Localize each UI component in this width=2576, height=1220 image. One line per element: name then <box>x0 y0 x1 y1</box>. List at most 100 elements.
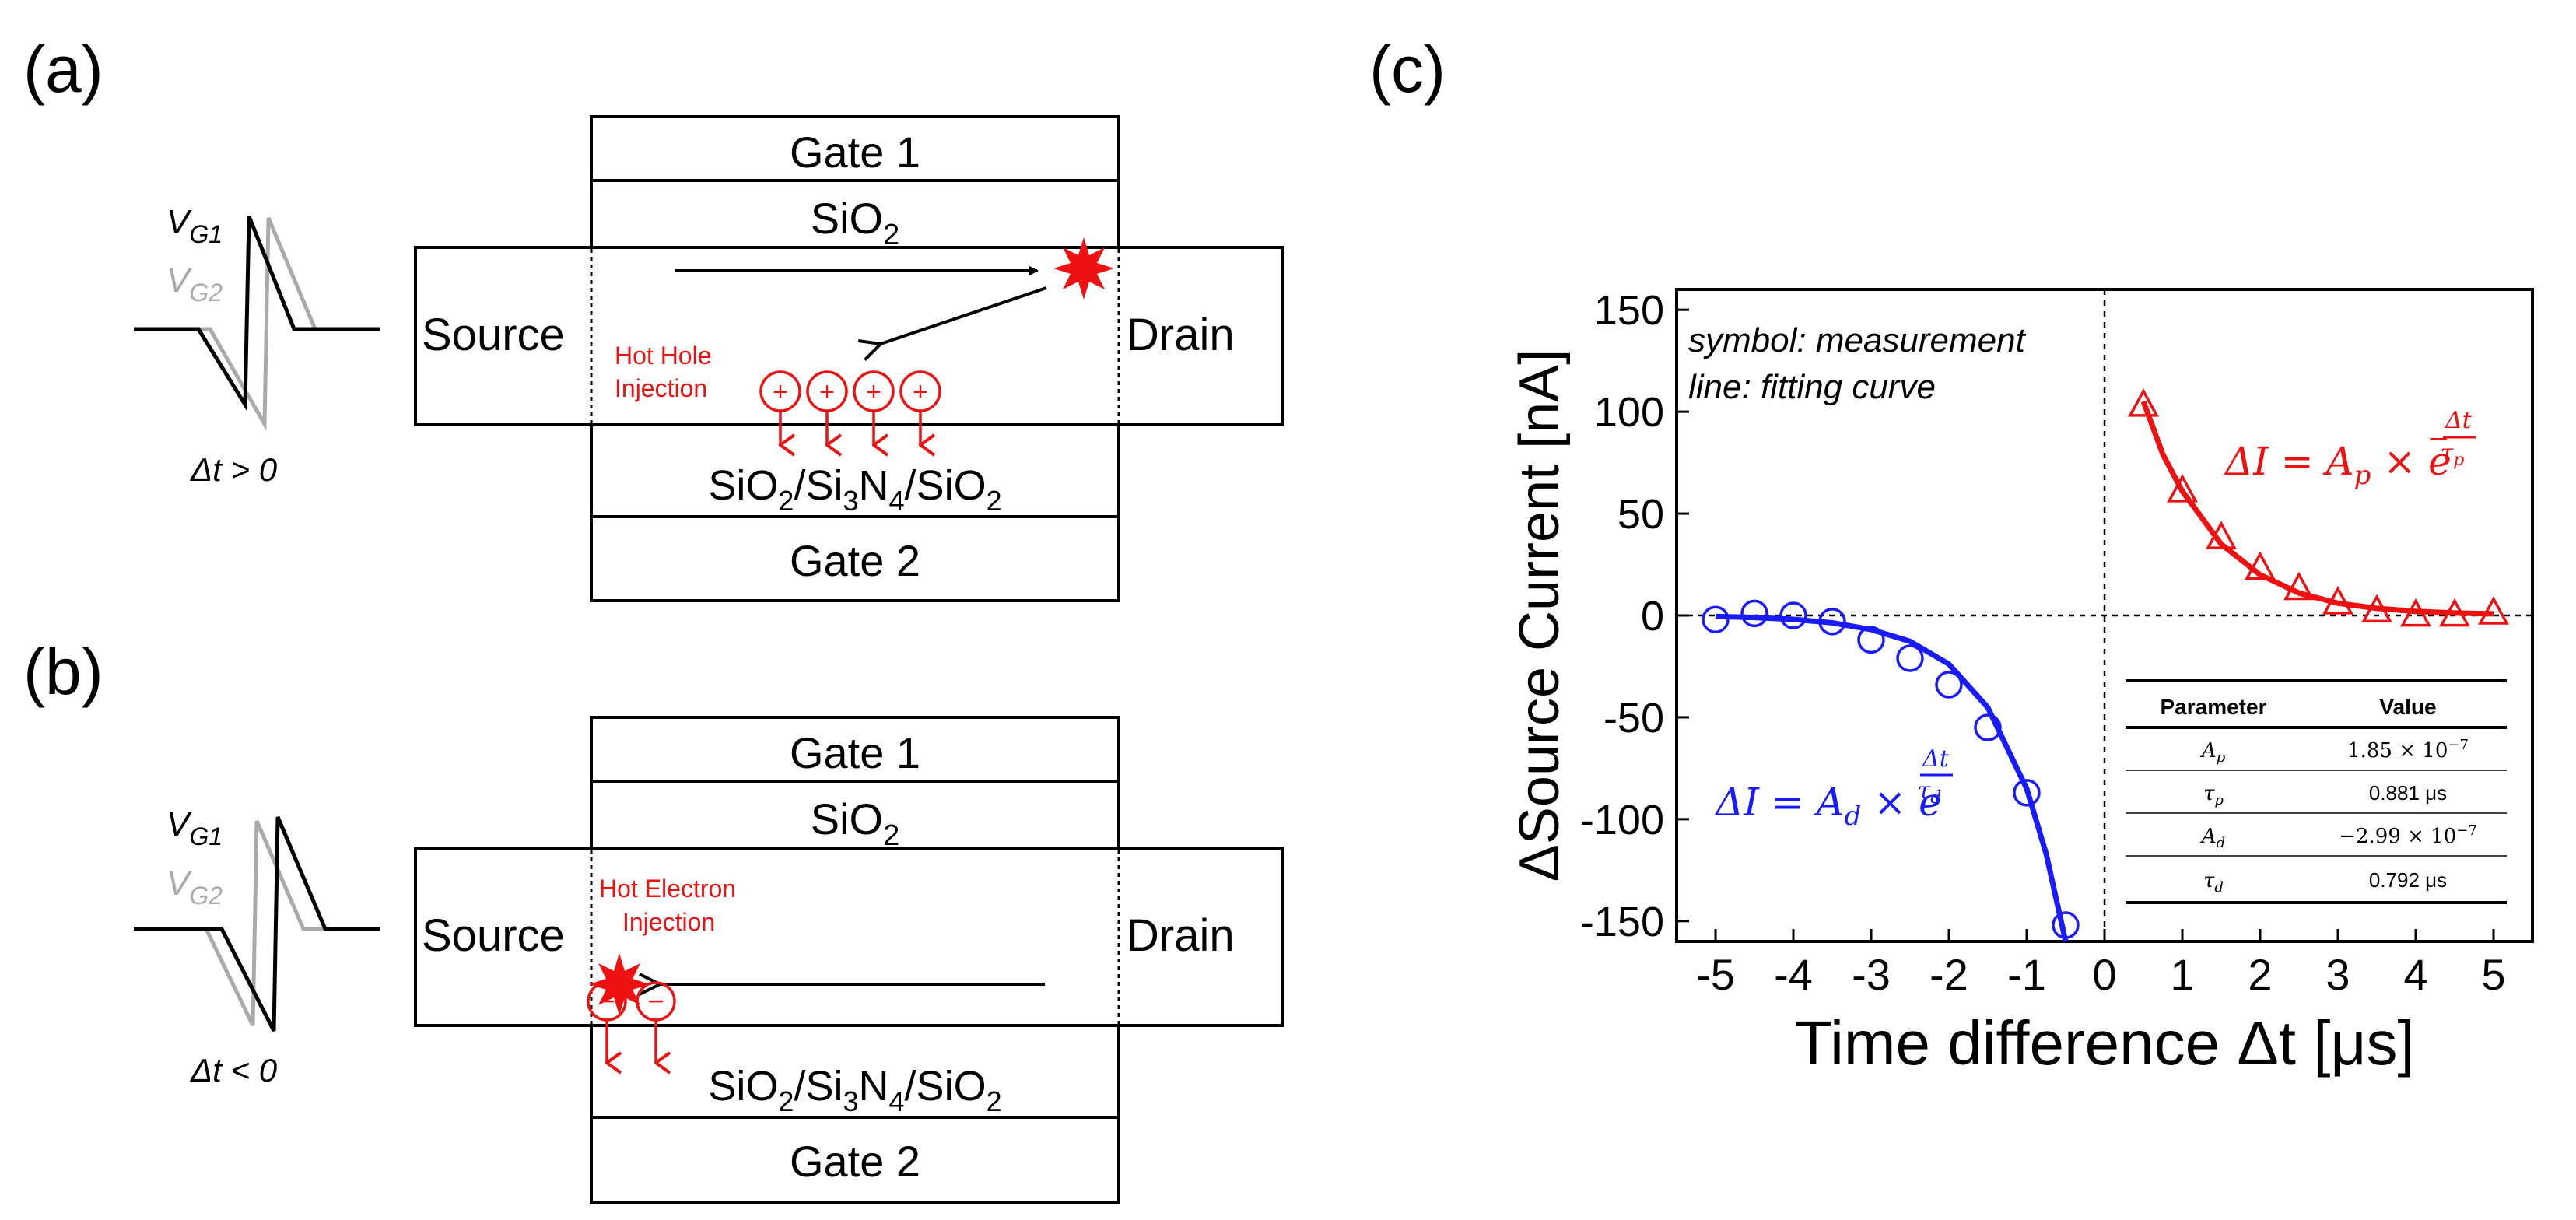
svg-text:−: − <box>2427 423 2450 454</box>
svg-text:Δt: Δt <box>1922 745 1950 773</box>
y-tick-label: 150 <box>1594 287 1664 334</box>
table-header-parameter: Parameter <box>2161 695 2267 719</box>
table-cell-value: 1.85 × 10−7 <box>2347 737 2469 762</box>
dt-label-a: Δt > 0 <box>190 451 278 488</box>
measurement-point-circle <box>1935 671 1963 699</box>
panel-a-label: (a) <box>23 33 103 106</box>
fit-curve <box>2140 400 2494 617</box>
measurement-point-circle <box>1974 713 2002 741</box>
y-tick-label: 0 <box>1641 593 1664 640</box>
fit-equation-d: ΔI = Ad × e Δt τd <box>1714 745 1953 832</box>
injection-label-b-line2: Injection <box>622 908 715 936</box>
dt-label-b: Δt < 0 <box>190 1052 278 1089</box>
x-tick-label: -2 <box>1929 950 1968 999</box>
svg-text:ΔI = Ap × e: ΔI = Ap × e <box>2224 439 2452 491</box>
electron-charge-symbol: − <box>598 985 615 1017</box>
hole-charges <box>759 370 941 445</box>
hole-charge-symbol: + <box>819 377 835 407</box>
source-label-a: Source <box>422 310 565 360</box>
fit-equation-p: ΔI = Ap × e − Δt τp <box>2224 407 2476 491</box>
hole-charge-symbol: + <box>866 377 881 407</box>
table-cell-value: −2.99 × 10−7 <box>2339 822 2477 848</box>
measurement-point-triangle <box>2400 598 2431 627</box>
gate1-label-a: Gate 1 <box>790 128 920 177</box>
panel-c-label: (c) <box>1369 33 1446 106</box>
measurement-point-circle <box>1818 608 1846 636</box>
electron-charges <box>587 981 676 1063</box>
x-tick-label: 2 <box>2248 950 2272 999</box>
measurement-point-circle <box>1702 605 1730 633</box>
hole-charge-symbol: + <box>913 377 928 407</box>
table-header-value: Value <box>2379 695 2436 719</box>
scatter-path-arrow <box>881 286 1047 344</box>
y-tick-label: -100 <box>1580 797 1664 843</box>
pulse-waveform-b <box>134 816 380 1032</box>
measurement-point-circle <box>1740 599 1768 628</box>
parameter-table: Parameter Value Ap 1.85 × 10−7 τp 0.881 … <box>2126 679 2507 904</box>
electron-charge-symbol: − <box>647 985 664 1017</box>
gate1-label-b: Gate 1 <box>790 728 920 777</box>
measurement-point-triangle <box>2167 473 2198 503</box>
svg-text:ΔI = Ad × e: ΔI = Ad × e <box>1714 780 1942 832</box>
drain-label-b: Drain <box>1127 910 1235 961</box>
vg2-label-a: VG2 <box>166 261 223 307</box>
x-tick-label: 5 <box>2481 950 2505 999</box>
legend-line-1: symbol: measurement <box>1688 321 2027 359</box>
panel-a: (a) VG1 VG2 Δt > 0 Gate 1 SiO2 Source Dr… <box>23 33 1284 602</box>
ono-stack-label-b: SiO2/Si3N4/SiO2 <box>708 1063 1001 1117</box>
table-cell-param: τd <box>2203 869 2224 896</box>
panel-b-label: (b) <box>23 635 103 708</box>
gate2-label-b: Gate 2 <box>790 1137 920 1186</box>
drain-label-a: Drain <box>1127 310 1235 360</box>
x-tick-label: -5 <box>1696 950 1735 999</box>
vg1-label-b: VG1 <box>166 805 223 850</box>
x-tick-label: 1 <box>2170 950 2194 999</box>
measurement-point-circle <box>1896 644 1924 672</box>
impact-ionization-burst <box>589 953 650 1015</box>
x-tick-label: 0 <box>2092 950 2116 999</box>
y-axis-title: ΔSource Current [nA] <box>1509 349 1571 882</box>
vg1-label-a: VG1 <box>166 203 223 248</box>
y-tick-label: -50 <box>1603 695 1664 741</box>
reference-lines <box>1677 289 2532 941</box>
measurement-point-circle <box>1857 626 1885 654</box>
device-structure-a <box>414 115 1284 602</box>
ono-stack-label-a: SiO2/Si3N4/SiO2 <box>708 462 1001 517</box>
measurement-point-circle <box>2013 779 2041 807</box>
measurement-point-triangle <box>2478 596 2509 625</box>
measurement-point-circle <box>1779 601 1807 629</box>
impact-ionization-burst <box>1053 237 1114 300</box>
table-cell-param: τp <box>2203 782 2224 808</box>
measurement-point-triangle <box>2361 594 2392 623</box>
panel-b: (b) VG1 VG2 Δt < 0 Gate 1 SiO2 Source Dr… <box>23 635 1284 1204</box>
vg2-label-b: VG2 <box>166 864 223 910</box>
x-tick-label: 3 <box>2325 950 2350 999</box>
y-tick-label: -150 <box>1580 899 1664 945</box>
hole-charge-symbol: + <box>773 377 788 407</box>
measurement-point-triangle <box>2206 521 2237 549</box>
oxide-top-label-a: SiO2 <box>811 194 900 251</box>
x-axis-title: Time difference Δt [μs] <box>1794 1008 2415 1078</box>
table-cell-value: 0.881 μs <box>2369 781 2447 805</box>
x-tick-label: -3 <box>1852 950 1891 999</box>
x-tick-label: -1 <box>2007 950 2046 999</box>
gate2-label-a: Gate 2 <box>790 536 920 585</box>
injection-label-a-line2: Injection <box>615 374 707 402</box>
table-cell-value: 0.792 μs <box>2369 868 2447 892</box>
pulse-waveform-a <box>134 216 380 432</box>
table-cell-param: Ad <box>2200 825 2225 851</box>
data-series <box>1702 388 2509 942</box>
measurement-point-circle <box>2052 911 2080 939</box>
x-tick-label: 4 <box>2403 950 2427 999</box>
table-cell-param: Ap <box>2200 739 2226 766</box>
legend-line-2: line: fitting curve <box>1688 368 1936 406</box>
svg-text:Δt: Δt <box>2445 407 2473 434</box>
x-tick-label: -4 <box>1774 950 1813 999</box>
source-label-b: Source <box>422 910 565 961</box>
measurement-point-triangle <box>2245 551 2276 580</box>
svg-text:τp: τp <box>2441 440 2465 470</box>
svg-text:τd: τd <box>1918 777 1942 808</box>
